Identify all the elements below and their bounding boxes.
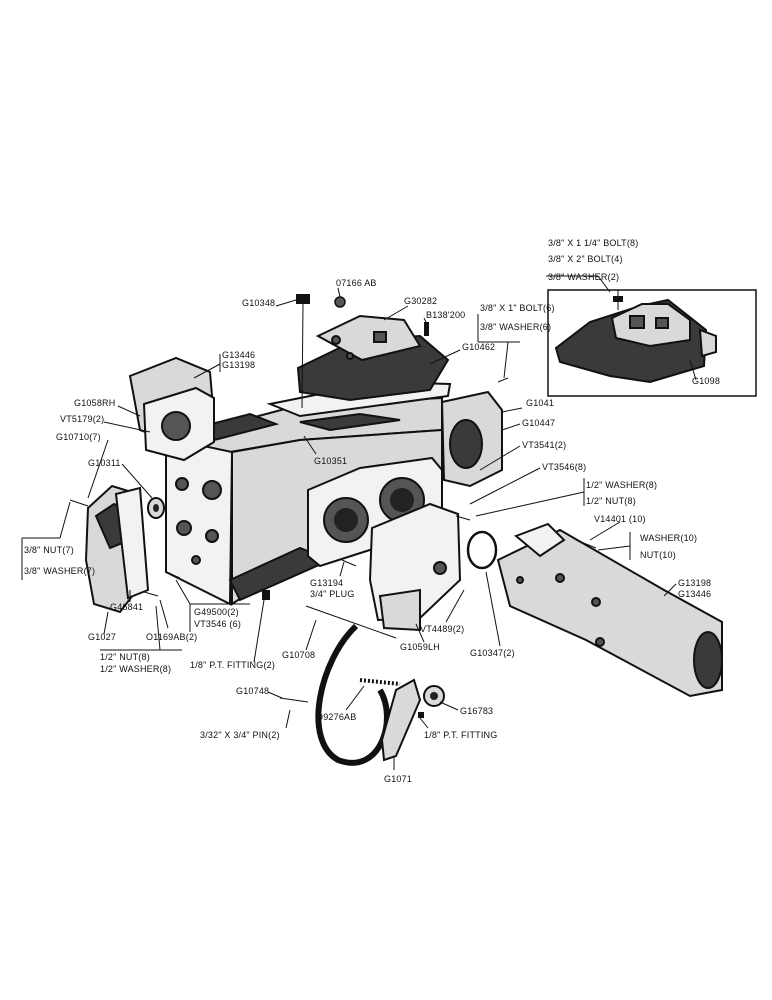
label-g10348: G10348 — [242, 298, 275, 308]
rear-bearing-retainer — [368, 502, 462, 632]
rear-gasket-plate — [307, 456, 443, 568]
label-vt4489: VT4489(2) — [420, 624, 464, 634]
bushing-G16783 — [423, 685, 445, 707]
label-vt3546-8: VT3546(8) — [542, 462, 586, 472]
o-ring — [466, 530, 498, 570]
filler-cap — [334, 296, 346, 308]
label-washer-3-8-7: 3/8" WASHER(7) — [24, 566, 95, 576]
label-g10311: G10311 — [88, 458, 121, 468]
label-g46841: G46841 — [110, 602, 143, 612]
label-g13198-top: G13198 — [222, 360, 255, 370]
brake-band — [315, 623, 390, 766]
small-pin — [424, 322, 429, 336]
label-washer-10: WASHER(10) — [640, 533, 697, 543]
label-g1027: G1027 — [88, 632, 116, 642]
label-b138200: B138'200 — [426, 310, 465, 320]
right-flange-gasket — [440, 390, 503, 488]
label-o9276ab: O9276AB — [316, 712, 356, 722]
label-g10748: G10748 — [236, 686, 269, 696]
brake-lever-G1071 — [380, 678, 422, 762]
label-pt-fitting-2: 1/8" P.T. FITTING(2) — [190, 660, 275, 670]
label-vt3546-6: VT3546 (6) — [194, 619, 241, 629]
label-g49500: G49500(2) — [194, 607, 239, 617]
inset-frame — [547, 289, 757, 397]
label-g1059lh: G1059LH — [400, 642, 440, 652]
label-o1169ab: O1169AB(2) — [146, 632, 197, 642]
label-g13446-r: G13446 — [678, 589, 711, 599]
label-pin: 3/32" X 3/4" PIN(2) — [200, 730, 280, 740]
label-g1071: G1071 — [384, 774, 412, 784]
label-nut-10: NUT(10) — [640, 550, 676, 560]
label-g1098: G1098 — [692, 376, 720, 386]
label-plug-3-4: 3/4" PLUG — [310, 589, 355, 599]
label-g10351: G10351 — [314, 456, 347, 466]
label-g10710: G10710(7) — [56, 432, 101, 442]
label-nut-3-8-7: 3/8" NUT(7) — [24, 545, 74, 555]
label-washer-1-2-8b: 1/2" WASHER(8) — [100, 664, 171, 674]
label-g10708: G10708 — [282, 650, 315, 660]
label-washer-3-8-6: 3/8" WASHER(6) — [480, 322, 551, 332]
label-g16783: G16783 — [460, 706, 493, 716]
dipstick — [296, 294, 310, 409]
inset-cover-plate — [554, 298, 717, 384]
label-bolt-3-8-x-2: 3/8" X 2" BOLT(4) — [548, 254, 623, 264]
spring-O9276AB — [359, 678, 401, 686]
label-g13198-r: G13198 — [678, 578, 711, 588]
label-g10347: G10347(2) — [470, 648, 515, 658]
top-cover-assembly — [266, 314, 452, 418]
label-vt5179: VT5179(2) — [60, 414, 104, 424]
label-g10462: G10462 — [462, 342, 495, 352]
axle-housing — [496, 522, 723, 698]
inset-bolt — [613, 290, 623, 310]
clevis-pin-G10748 — [279, 697, 309, 703]
oil-seal — [147, 497, 165, 519]
label-bolt-3-8-x-1-1-4: 3/8" X 1 1/4" BOLT(8) — [548, 238, 638, 248]
label-pt-fitting: 1/8" P.T. FITTING — [424, 730, 497, 740]
label-nut-1-2-8: 1/2" NUT(8) — [586, 496, 636, 506]
label-g10447: G10447 — [522, 418, 555, 428]
fittings — [143, 377, 597, 718]
label-07166ab: 07166 AB — [336, 278, 377, 288]
label-washer-1-2-8: 1/2" WASHER(8) — [586, 480, 657, 490]
label-vt3541: VT3541(2) — [522, 440, 566, 450]
leader-lines — [21, 275, 697, 770]
label-bolt-3-8-x-1: 3/8" X 1" BOLT(6) — [480, 303, 555, 313]
label-g13446-top: G13446 — [222, 350, 255, 360]
label-g30282: G30282 — [404, 296, 437, 306]
cross-shaft — [305, 605, 397, 639]
front-adapter-plate — [128, 356, 216, 462]
label-g1041: G1041 — [526, 398, 554, 408]
side-cover-gasket — [114, 486, 150, 600]
label-g13194: G13194 — [310, 578, 343, 588]
label-v14401: V14401 (10) — [594, 514, 646, 524]
label-nut-1-2-8b: 1/2" NUT(8) — [100, 652, 150, 662]
label-g1058rh: G1058RH — [74, 398, 115, 408]
label-washer-3-8-2: 3/8" WASHER(2) — [548, 272, 619, 282]
